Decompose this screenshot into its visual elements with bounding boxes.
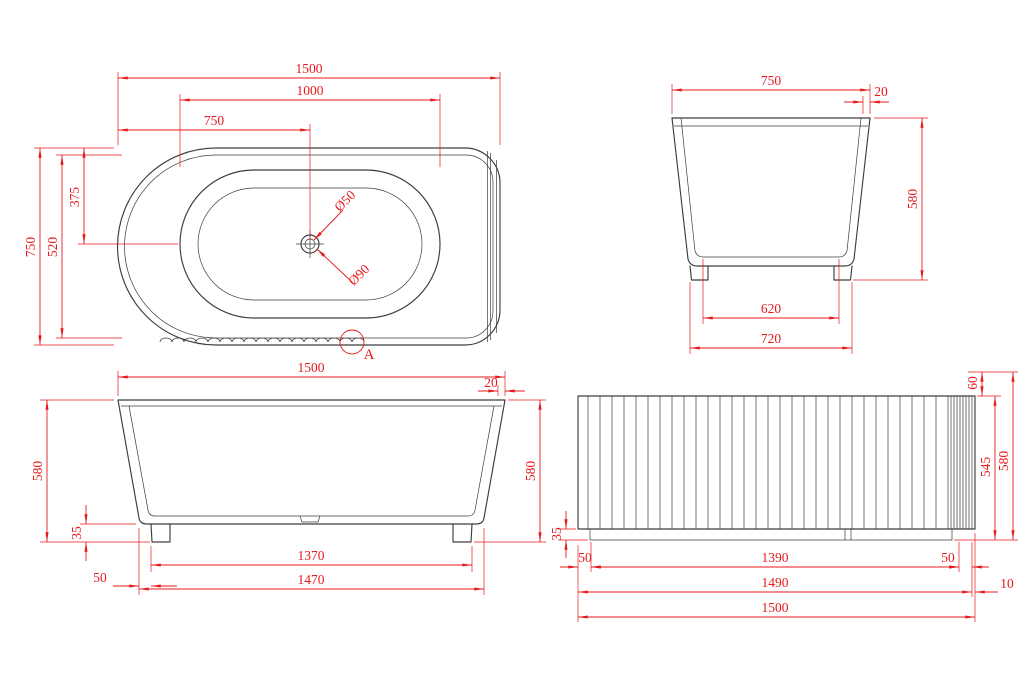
front-dim-35: 35 <box>69 526 84 540</box>
plan-dim-375: 375 <box>67 187 82 208</box>
plan-basin-floor <box>197 187 423 301</box>
side-panel-outline <box>577 395 976 530</box>
plan-dim-1000: 1000 <box>297 83 324 98</box>
drain-leader-d50 <box>313 209 344 241</box>
plan-outer-outline <box>116 147 501 346</box>
front-dim-1370: 1370 <box>298 548 325 563</box>
front-dim-1470: 1470 <box>298 572 325 587</box>
plan-dim-520: 520 <box>45 237 60 258</box>
side-dim-35: 35 <box>549 527 564 541</box>
front-dim-50: 50 <box>93 570 107 585</box>
side-dim-1500: 1500 <box>762 600 789 615</box>
plan-flute-hatch-right <box>487 151 497 342</box>
front-feet <box>150 523 473 543</box>
front-dim-580-right: 580 <box>523 461 538 482</box>
end-outer-outline <box>671 117 871 267</box>
front-dim-20: 20 <box>484 375 498 390</box>
plan-dim-drain-50: Ø50 <box>331 187 358 214</box>
end-dim-580: 580 <box>905 189 920 210</box>
end-dim-750: 750 <box>761 73 782 88</box>
side-dim-1390: 1390 <box>762 550 789 565</box>
side-flutes-dense-end <box>950 396 973 529</box>
front-dim-580-left: 580 <box>30 461 45 482</box>
plan-flute-scallops-bottom <box>159 337 365 343</box>
side-dim-1490: 1490 <box>762 575 789 590</box>
side-dim-50-right: 50 <box>941 550 955 565</box>
end-inner-wall <box>680 117 862 258</box>
plan-view: 1500 1000 750 750 520 375 Ø50 Ø90 A <box>23 61 501 363</box>
end-view: 750 20 580 620 720 <box>671 73 928 354</box>
side-view: 35 50 1390 50 1490 10 1500 60 545 580 <box>549 371 1018 622</box>
plan-dim-drain-90: Ø90 <box>345 261 372 288</box>
end-feet <box>689 265 853 281</box>
end-dim-720: 720 <box>761 331 782 346</box>
detail-callout-label: A <box>364 347 375 363</box>
end-dim-620: 620 <box>761 301 782 316</box>
front-extension-lines <box>40 371 546 595</box>
front-view: 1500 20 580 35 50 1370 1470 580 <box>30 360 546 595</box>
end-extension-lines <box>671 84 928 354</box>
front-drain-fitting <box>299 515 321 523</box>
plan-extension-lines <box>34 72 501 346</box>
side-dim-60: 60 <box>965 376 980 390</box>
detail-callout-circle <box>339 329 365 355</box>
plan-dim-750-left: 750 <box>23 237 38 258</box>
side-flutes <box>587 396 949 529</box>
front-dim-1500: 1500 <box>298 360 325 375</box>
side-extension-lines <box>558 371 1018 622</box>
side-plinth <box>589 529 953 541</box>
side-dim-10: 10 <box>1000 576 1014 591</box>
side-dim-545: 545 <box>978 457 993 478</box>
front-outer-outline <box>117 399 506 525</box>
end-dim-20: 20 <box>874 84 888 99</box>
side-dim-580: 580 <box>996 451 1011 472</box>
plan-basin-edge <box>179 169 441 319</box>
drain-leader-d90 <box>316 248 353 283</box>
side-dim-50-left: 50 <box>578 550 592 565</box>
front-inner-wall <box>128 405 495 517</box>
plan-dim-1500: 1500 <box>296 61 323 76</box>
plan-rim-inner-line <box>124 154 494 339</box>
plan-dim-750-top: 750 <box>204 113 225 128</box>
